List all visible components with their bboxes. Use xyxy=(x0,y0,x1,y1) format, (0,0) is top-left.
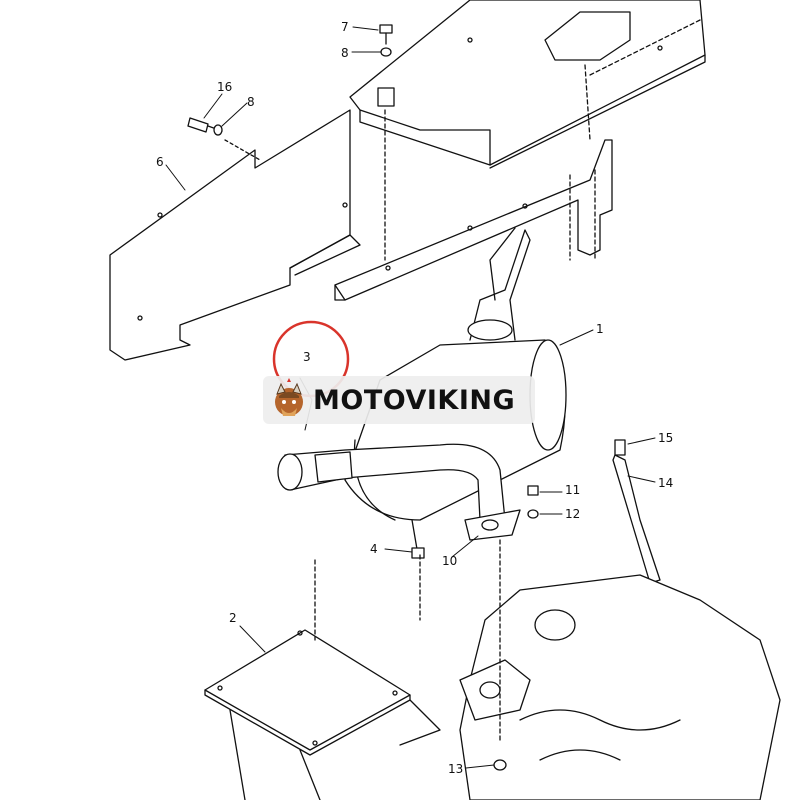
callout-label: 14 xyxy=(658,476,673,490)
callout-label: 4 xyxy=(370,542,378,556)
callout-label: 11 xyxy=(565,483,580,497)
top-bolt-and-washer xyxy=(379,24,393,57)
engine-block xyxy=(459,539,781,800)
side-bracket xyxy=(334,87,613,301)
callout-label: 2 xyxy=(229,611,237,625)
callout-label: 12 xyxy=(565,507,580,521)
callout-label: 6 xyxy=(156,155,164,169)
top-cover-panel xyxy=(349,0,706,169)
heat-shield-plate xyxy=(109,109,361,361)
callout-label: 10 xyxy=(442,554,457,568)
drain-hose xyxy=(612,439,661,584)
callout-labels: 7 8 16 8 6 1 3 15 14 11 12 4 10 2 13 xyxy=(156,20,673,776)
watermark-banner: MOTOVIKING xyxy=(263,376,535,424)
callout-label: 13 xyxy=(448,762,463,776)
callout-label: 15 xyxy=(658,431,673,445)
callout-label: 1 xyxy=(596,322,604,336)
exhaust-pipe xyxy=(277,443,521,559)
bracket-bolt xyxy=(527,485,539,519)
callout-label: 8 xyxy=(341,46,349,60)
callout-label: 16 xyxy=(217,80,232,94)
support-bracket-plate xyxy=(204,554,441,800)
bolt-and-washer xyxy=(187,117,223,136)
watermark-text: MOTOVIKING xyxy=(313,384,516,416)
viking-logo-icon xyxy=(275,378,303,416)
callout-label: 8 xyxy=(247,95,255,109)
callout-label: 3 xyxy=(303,350,311,364)
callout-label: 7 xyxy=(341,20,349,34)
